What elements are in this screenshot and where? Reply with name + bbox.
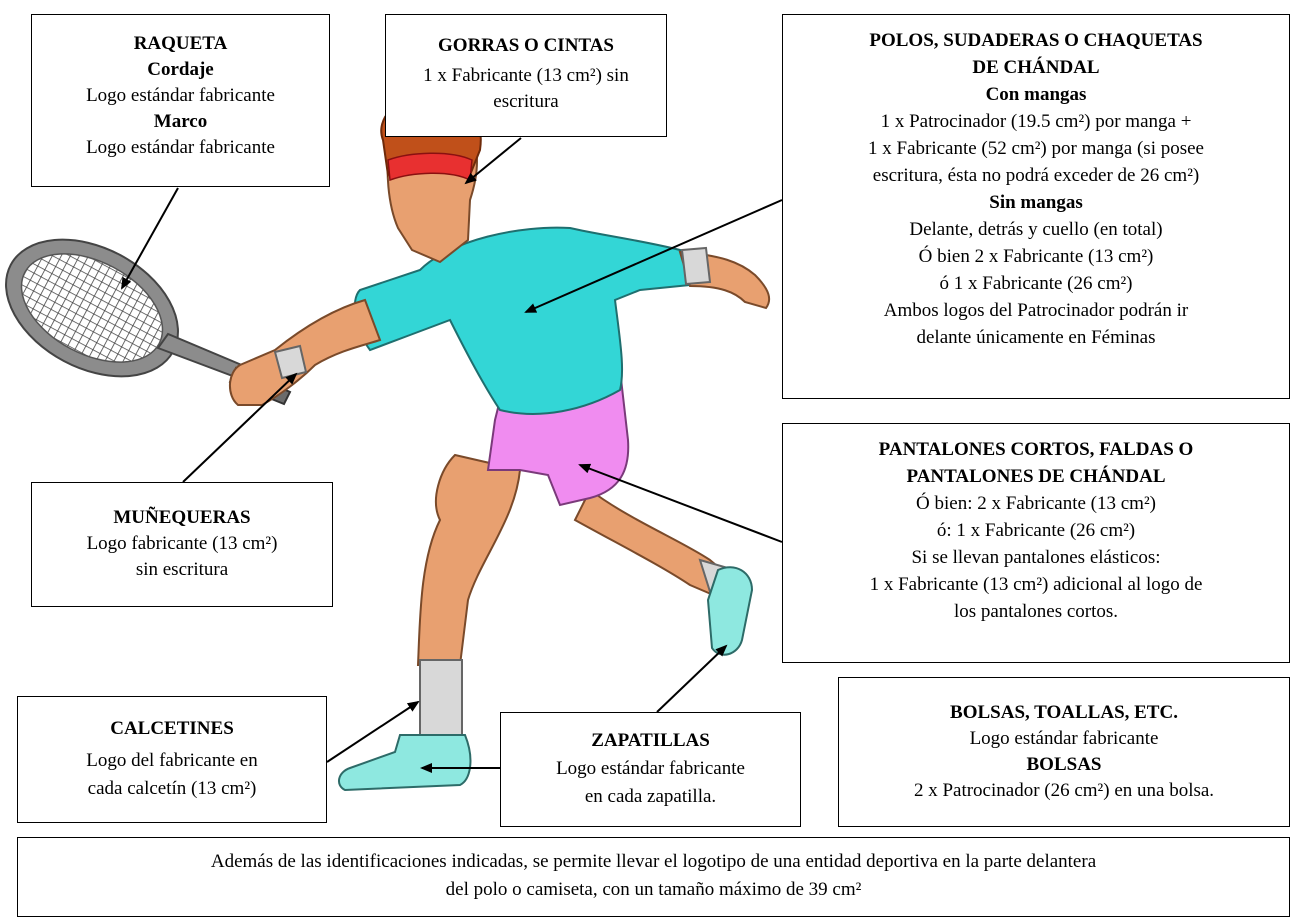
polos-l7: Ambos logos del Patrocinador podrán ir [883, 300, 1189, 321]
bolsas-sub: BOLSAS [1026, 754, 1102, 775]
raqueta-box: RAQUETA Cordaje Logo estándar fabricante… [31, 14, 330, 187]
raqueta-sub-marco: Marco [153, 111, 208, 132]
arrow-raqueta [121, 187, 179, 290]
polos-sub-con-mangas: Con mangas [985, 84, 1087, 105]
pantalones-l4: 1 x Fabricante (13 cm²) adicional al log… [869, 574, 1203, 595]
arrow-gorras [464, 137, 522, 185]
arrow-pantalones [578, 463, 783, 543]
gorras-line2: escritura [493, 91, 559, 112]
pantalones-title2: PANTALONES DE CHÁNDAL [906, 466, 1166, 487]
zapatillas-line2: en cada zapatilla. [584, 786, 717, 807]
calcetines-line2: cada calcetín (13 cm²) [87, 778, 257, 799]
front-leg [338, 453, 522, 792]
shirt-shape [353, 226, 692, 415]
footer-line1: Además de las identificaciones indicadas… [210, 851, 1097, 872]
arrow-calcetines [326, 700, 420, 763]
polos-l2: 1 x Fabricante (52 cm²) por manga (si po… [868, 138, 1204, 159]
zapatillas-box: ZAPATILLAS Logo estándar fabricante en c… [500, 712, 801, 827]
gorras-line1: 1 x Fabricante (13 cm²) sin [423, 65, 629, 86]
polos-title2: DE CHÁNDAL [972, 57, 1100, 78]
arrow-munequeras [182, 372, 298, 483]
pantalones-l3: Si se llevan pantalones elásticos: [911, 547, 1161, 568]
bolsas-title: BOLSAS, TOALLAS, ETC. [950, 702, 1178, 723]
raqueta-sub-cordaje: Cordaje [147, 59, 214, 80]
munequeras-line2: sin escritura [135, 559, 229, 580]
polos-l4: Delante, detrás y cuello (en total) [909, 219, 1163, 240]
bolsas-line2: 2 x Patrocinador (26 cm²) en una bolsa. [913, 780, 1215, 801]
back-leg [573, 488, 754, 656]
footer-note-box: Además de las identificaciones indicadas… [17, 837, 1290, 917]
munequeras-box: MUÑEQUERAS Logo fabricante (13 cm²) sin … [31, 482, 333, 607]
polos-l1: 1 x Patrocinador (19.5 cm²) por manga + [880, 111, 1192, 132]
left-arm [229, 298, 382, 406]
footer-line2: del polo o camiseta, con un tamaño máxim… [445, 879, 862, 900]
munequeras-line1: Logo fabricante (13 cm²) [86, 533, 278, 554]
polos-box: POLOS, SUDADERAS O CHAQUETAS DE CHÁNDAL … [782, 14, 1290, 399]
calcetines-title: CALCETINES [110, 718, 234, 739]
polos-l6: ó 1 x Fabricante (26 cm²) [939, 273, 1133, 294]
pantalones-l5: los pantalones cortos. [953, 601, 1119, 622]
calcetines-line1: Logo del fabricante en [86, 750, 258, 771]
pantalones-l2: ó: 1 x Fabricante (26 cm²) [936, 520, 1136, 541]
right-arm [678, 246, 771, 310]
pantalones-l1: Ó bien: 2 x Fabricante (13 cm²) [916, 493, 1156, 514]
zapatillas-title: ZAPATILLAS [591, 730, 710, 751]
pantalones-box: PANTALONES CORTOS, FALDAS O PANTALONES D… [782, 423, 1290, 663]
gorras-box: GORRAS O CINTAS 1 x Fabricante (13 cm²) … [385, 14, 667, 137]
polos-l3: escritura, ésta no podrá exceder de 26 c… [872, 165, 1200, 186]
bolsas-box: BOLSAS, TOALLAS, ETC. Logo estándar fabr… [838, 677, 1290, 827]
raqueta-line1: Logo estándar fabricante [86, 85, 275, 106]
raqueta-line2: Logo estándar fabricante [86, 137, 275, 158]
munequeras-title: MUÑEQUERAS [113, 507, 251, 528]
calcetines-box: CALCETINES Logo del fabricante en cada c… [17, 696, 327, 823]
pointer-arrows [121, 137, 783, 773]
zapatillas-line1: Logo estándar fabricante [556, 758, 745, 779]
polos-title1: POLOS, SUDADERAS O CHAQUETAS [869, 30, 1203, 51]
gorras-title: GORRAS O CINTAS [438, 35, 614, 56]
polos-l5: Ó bien 2 x Fabricante (13 cm²) [918, 246, 1154, 267]
raqueta-title: RAQUETA [133, 33, 228, 54]
polos-l8: delante únicamente en Féminas [916, 327, 1156, 348]
arrow-polos [524, 199, 783, 313]
polos-sub-sin-mangas: Sin mangas [989, 192, 1083, 213]
arrow-zapatillas-2 [656, 644, 728, 713]
bolsas-line1: Logo estándar fabricante [969, 728, 1159, 749]
pantalones-title1: PANTALONES CORTOS, FALDAS O [878, 439, 1194, 460]
